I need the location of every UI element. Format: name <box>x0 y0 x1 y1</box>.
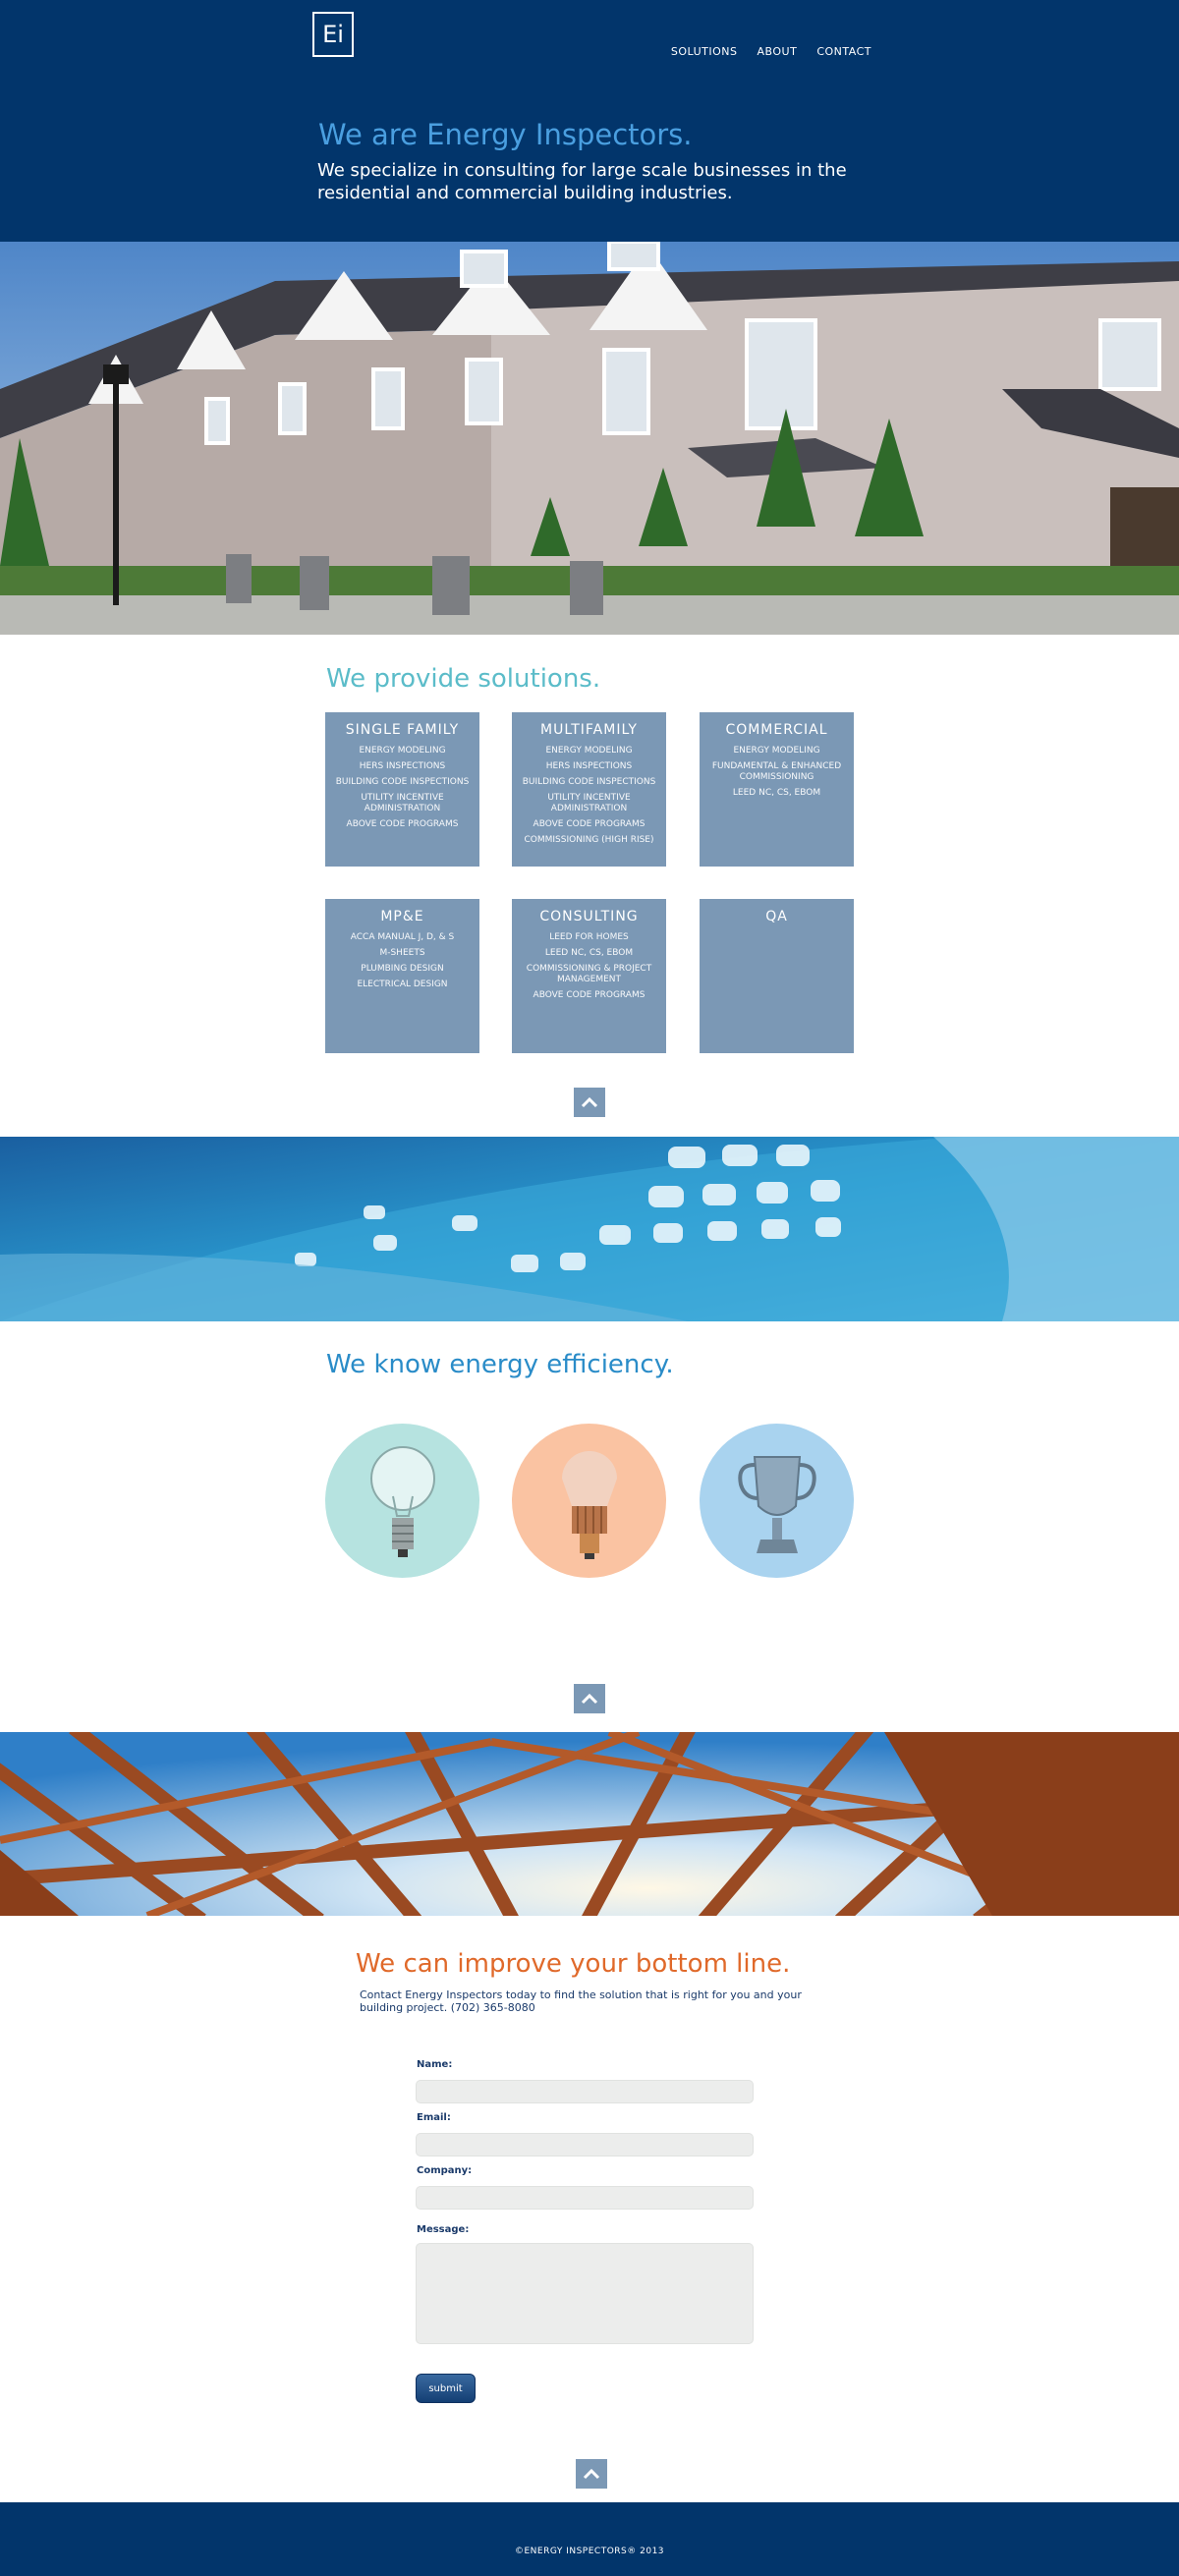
copyright-text: ©ENERGY INSPECTORS® 2013 <box>514 2547 665 2556</box>
nav-about[interactable]: ABOUT <box>757 45 798 58</box>
led-bulb-icon <box>561 1450 617 1559</box>
card-item: LEED NC, CS, EBOM <box>732 788 821 798</box>
card-item: ABOVE CODE PROGRAMS <box>346 819 459 829</box>
chevron-up-icon <box>583 2468 600 2480</box>
back-to-top-button[interactable] <box>574 1088 605 1117</box>
card-title: CONSULTING <box>539 909 639 924</box>
card-item: M-SHEETS <box>379 948 425 958</box>
card-item: COMMISSIONING (HIGH RISE) <box>524 835 654 845</box>
card-item: LEED NC, CS, EBOM <box>544 948 634 958</box>
card-item: COMMISSIONING & PROJECT MANAGEMENT <box>526 964 652 984</box>
card-mpe[interactable]: MP&E ACCA MANUAL J, D, & S M-SHEETS PLUM… <box>325 899 479 1053</box>
card-item: ENERGY MODELING <box>359 746 446 756</box>
incandescent-bulb-icon <box>369 1445 435 1557</box>
efficiency-circle-led <box>512 1424 666 1578</box>
hero-title: We are Energy Inspectors. <box>318 118 693 151</box>
card-commercial[interactable]: COMMERCIAL ENERGY MODELING FUNDAMENTAL &… <box>700 712 854 867</box>
card-qa[interactable]: QA <box>700 899 854 1053</box>
message-textarea[interactable] <box>416 2243 754 2344</box>
card-title: COMMERCIAL <box>725 722 828 738</box>
card-consulting[interactable]: CONSULTING LEED FOR HOMES LEED NC, CS, E… <box>512 899 666 1053</box>
card-item: ABOVE CODE PROGRAMS <box>533 819 646 829</box>
card-item: ABOVE CODE PROGRAMS <box>533 990 646 1000</box>
card-title: MP&E <box>380 909 424 924</box>
logo[interactable]: Ei <box>312 12 354 57</box>
card-item: FUNDAMENTAL & ENHANCED COMMISSIONING <box>711 761 842 782</box>
trophy-icon <box>737 1455 816 1553</box>
card-item: HERS INSPECTIONS <box>359 761 446 771</box>
site-footer: ©ENERGY INSPECTORS® 2013 <box>0 2502 1179 2576</box>
townhouses-photo <box>0 242 1179 635</box>
efficiency-circle-bulb <box>325 1424 479 1578</box>
efficiency-circle-trophy <box>700 1424 854 1578</box>
company-label: Company: <box>417 2165 473 2176</box>
timber-frame-photo <box>0 1732 1179 1916</box>
nav-solutions[interactable]: SOLUTIONS <box>670 45 738 58</box>
submit-button[interactable]: submit <box>416 2374 476 2403</box>
card-item: ELECTRICAL DESIGN <box>357 980 448 989</box>
card-item: ENERGY MODELING <box>545 746 633 756</box>
card-item: HERS INSPECTIONS <box>545 761 633 771</box>
chevron-up-icon <box>581 1693 598 1705</box>
card-item: LEED FOR HOMES <box>549 932 629 942</box>
card-item: PLUMBING DESIGN <box>361 964 444 974</box>
card-item: ACCA MANUAL J, D, & S <box>350 932 455 942</box>
main-nav: SOLUTIONS ABOUT CONTACT <box>671 45 871 58</box>
card-title: SINGLE FAMILY <box>345 722 460 738</box>
card-multifamily[interactable]: MULTIFAMILY ENERGY MODELING HERS INSPECT… <box>512 712 666 867</box>
nav-contact[interactable]: CONTACT <box>816 45 871 58</box>
chevron-up-icon <box>581 1096 598 1108</box>
card-title: QA <box>765 909 788 924</box>
card-item: BUILDING CODE INSPECTIONS <box>335 777 470 787</box>
solutions-title: We provide solutions. <box>326 664 601 694</box>
contact-title: We can improve your bottom line. <box>356 1949 791 1979</box>
email-input[interactable] <box>416 2133 754 2156</box>
contact-text: Contact Energy Inspectors today to find … <box>360 1988 802 2014</box>
hero-subtitle: We specialize in consulting for large sc… <box>317 160 847 203</box>
glass-building-photo <box>0 1137 1179 1321</box>
company-input[interactable] <box>416 2186 754 2210</box>
card-title: MULTIFAMILY <box>540 722 638 738</box>
back-to-top-button[interactable] <box>576 2459 607 2489</box>
email-label: Email: <box>417 2112 451 2123</box>
card-single-family[interactable]: SINGLE FAMILY ENERGY MODELING HERS INSPE… <box>325 712 479 867</box>
back-to-top-button[interactable] <box>574 1684 605 1713</box>
card-item: ENERGY MODELING <box>733 746 820 756</box>
site-header: Ei SOLUTIONS ABOUT CONTACT We are Energy… <box>0 0 1179 242</box>
card-item: UTILITY INCENTIVE ADMINISTRATION <box>547 793 631 813</box>
name-label: Name: <box>417 2059 453 2070</box>
efficiency-title: We know energy efficiency. <box>326 1350 674 1379</box>
card-item: UTILITY INCENTIVE ADMINISTRATION <box>361 793 444 813</box>
name-input[interactable] <box>416 2080 754 2103</box>
message-label: Message: <box>417 2224 470 2235</box>
card-item: BUILDING CODE INSPECTIONS <box>522 777 656 787</box>
